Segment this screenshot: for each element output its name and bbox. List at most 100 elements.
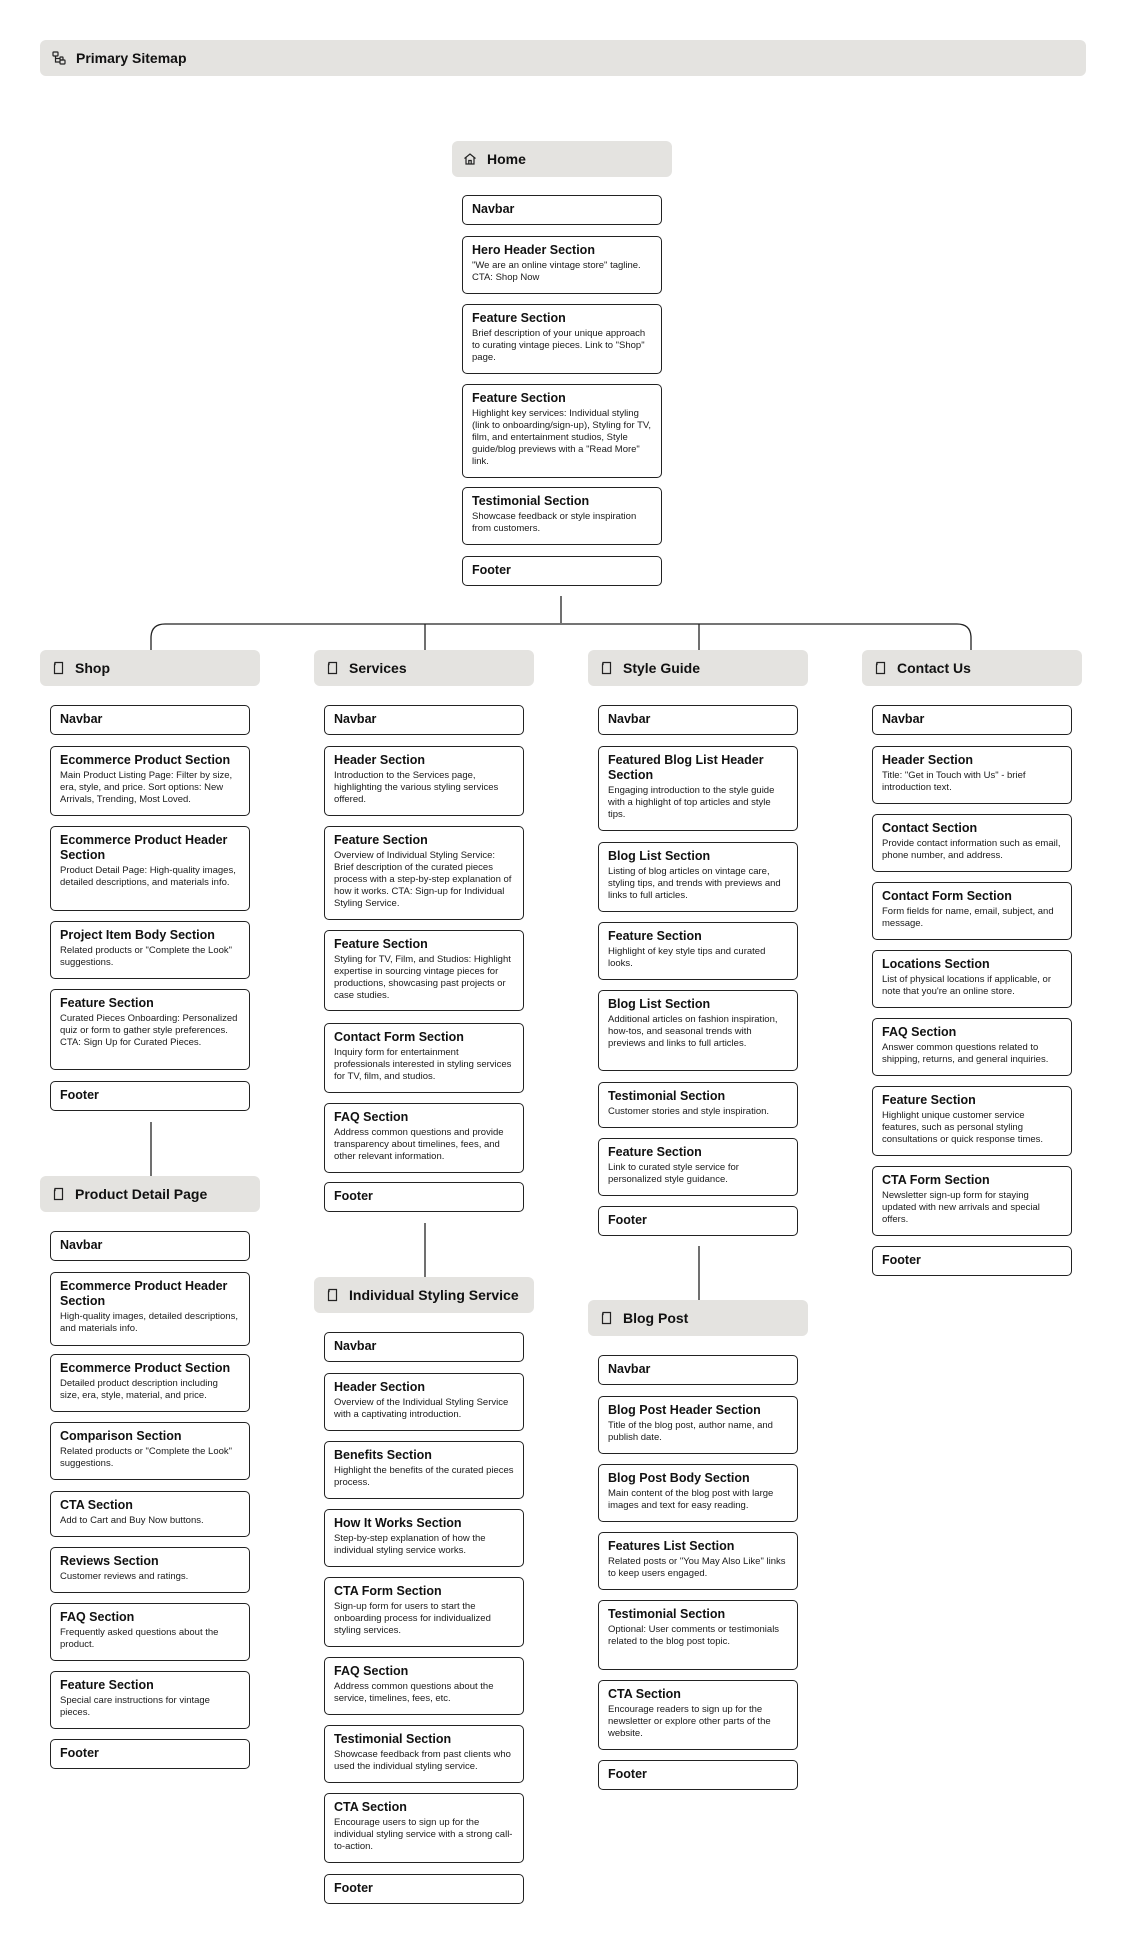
section-description: Related products or "Complete the Look" … (60, 945, 233, 968)
page-header-label: Individual Styling Service (349, 1287, 519, 1303)
section-title: Footer (334, 1881, 373, 1895)
section-description: Overview of the Individual Styling Servi… (334, 1397, 509, 1420)
section-title: Feature Section (608, 1145, 702, 1159)
section-description: Highlight of key style tips and curated … (608, 946, 766, 969)
page-header-label: Product Detail Page (75, 1186, 208, 1202)
section-description: Encourage users to sign up for the indiv… (334, 1817, 513, 1852)
section-title: Testimonial Section (608, 1607, 726, 1621)
section-title: Comparison Section (60, 1429, 182, 1443)
section-node-home: Footer (462, 556, 662, 586)
section-description: Frequently asked questions about the pro… (60, 1627, 219, 1650)
page-header-label: Shop (75, 660, 110, 676)
section-title: Blog List Section (608, 997, 711, 1011)
section-description: Engaging introduction to the style guide… (608, 785, 775, 820)
page-header-contact-us: Contact Us (862, 650, 1082, 686)
section-description: Highlight key services: Individual styli… (472, 408, 652, 467)
page-header-label: Home (487, 151, 526, 167)
section-description: Inquiry form for entertainment professio… (334, 1047, 512, 1082)
section-description: Overview of Individual Styling Service: … (334, 850, 512, 909)
sitemap-title-bar: Primary Sitemap (40, 40, 1086, 76)
section-title: FAQ Section (882, 1025, 957, 1039)
section-title: Header Section (882, 753, 974, 767)
section-title: Navbar (608, 1362, 651, 1376)
page-header-product-detail-page: Product Detail Page (40, 1176, 260, 1212)
section-title: Benefits Section (334, 1448, 432, 1462)
section-title: Testimonial Section (334, 1732, 452, 1746)
section-title: Navbar (334, 712, 377, 726)
section-node-shop: Navbar (50, 705, 250, 735)
section-title: Feature Section (60, 1678, 154, 1692)
section-title: CTA Section (334, 1800, 407, 1814)
section-title: Hero Header Section (472, 243, 595, 257)
section-description: Showcase feedback or style inspiration f… (472, 511, 637, 534)
section-description: Special care instructions for vintage pi… (60, 1695, 210, 1718)
section-title: Contact Section (882, 821, 978, 835)
page-icon (51, 661, 65, 675)
section-title: How It Works Section (334, 1516, 462, 1530)
section-title: Feature Section (334, 937, 428, 951)
section-title: Navbar (334, 1339, 377, 1353)
page-icon (599, 661, 613, 675)
section-description: Showcase feedback from past clients who … (334, 1749, 511, 1772)
page-header-style-guide: Style Guide (588, 650, 808, 686)
section-title: Feature Section (334, 833, 428, 847)
section-title: Features List Section (608, 1539, 735, 1553)
section-title: Feature Section (60, 996, 154, 1010)
section-node-blog-post: Navbar (598, 1355, 798, 1385)
section-description: Additional articles on fashion inspirati… (608, 1014, 778, 1049)
page-header-label: Blog Post (623, 1310, 689, 1326)
section-title: Feature Section (882, 1093, 976, 1107)
page-icon (873, 661, 887, 675)
section-node-style-guide: Navbar (598, 705, 798, 735)
page-header-individual-styling-service: Individual Styling Service (314, 1277, 534, 1313)
section-title: Footer (60, 1746, 99, 1760)
section-title: Feature Section (472, 391, 566, 405)
section-title: Header Section (334, 1380, 426, 1394)
section-description: Title: "Get in Touch with Us" - brief in… (882, 770, 1026, 793)
section-description: Highlight unique customer service featur… (882, 1110, 1044, 1145)
section-node-individual-styling-service: Navbar (324, 1332, 524, 1362)
page-title: Primary Sitemap (76, 50, 187, 66)
section-title: Feature Section (608, 929, 702, 943)
section-title: Blog Post Body Section (608, 1471, 750, 1485)
page-header-shop: Shop (40, 650, 260, 686)
section-title: Footer (882, 1253, 921, 1267)
section-description: Optional: User comments or testimonials … (608, 1624, 780, 1647)
page-header-blog-post: Blog Post (588, 1300, 808, 1336)
page-header-label: Contact Us (897, 660, 971, 676)
page-header-label: Services (349, 660, 407, 676)
section-title: Contact Form Section (334, 1030, 464, 1044)
section-description: Newsletter sign-up form for staying upda… (882, 1190, 1040, 1225)
section-title: Footer (334, 1189, 373, 1203)
section-description: Add to Cart and Buy Now buttons. (60, 1515, 204, 1526)
section-description: High-quality images, detailed descriptio… (60, 1311, 238, 1334)
section-node-home: Navbar (462, 195, 662, 225)
page-header-services: Services (314, 650, 534, 686)
section-description: Listing of blog articles on vintage care… (608, 866, 781, 901)
page-icon (325, 661, 339, 675)
